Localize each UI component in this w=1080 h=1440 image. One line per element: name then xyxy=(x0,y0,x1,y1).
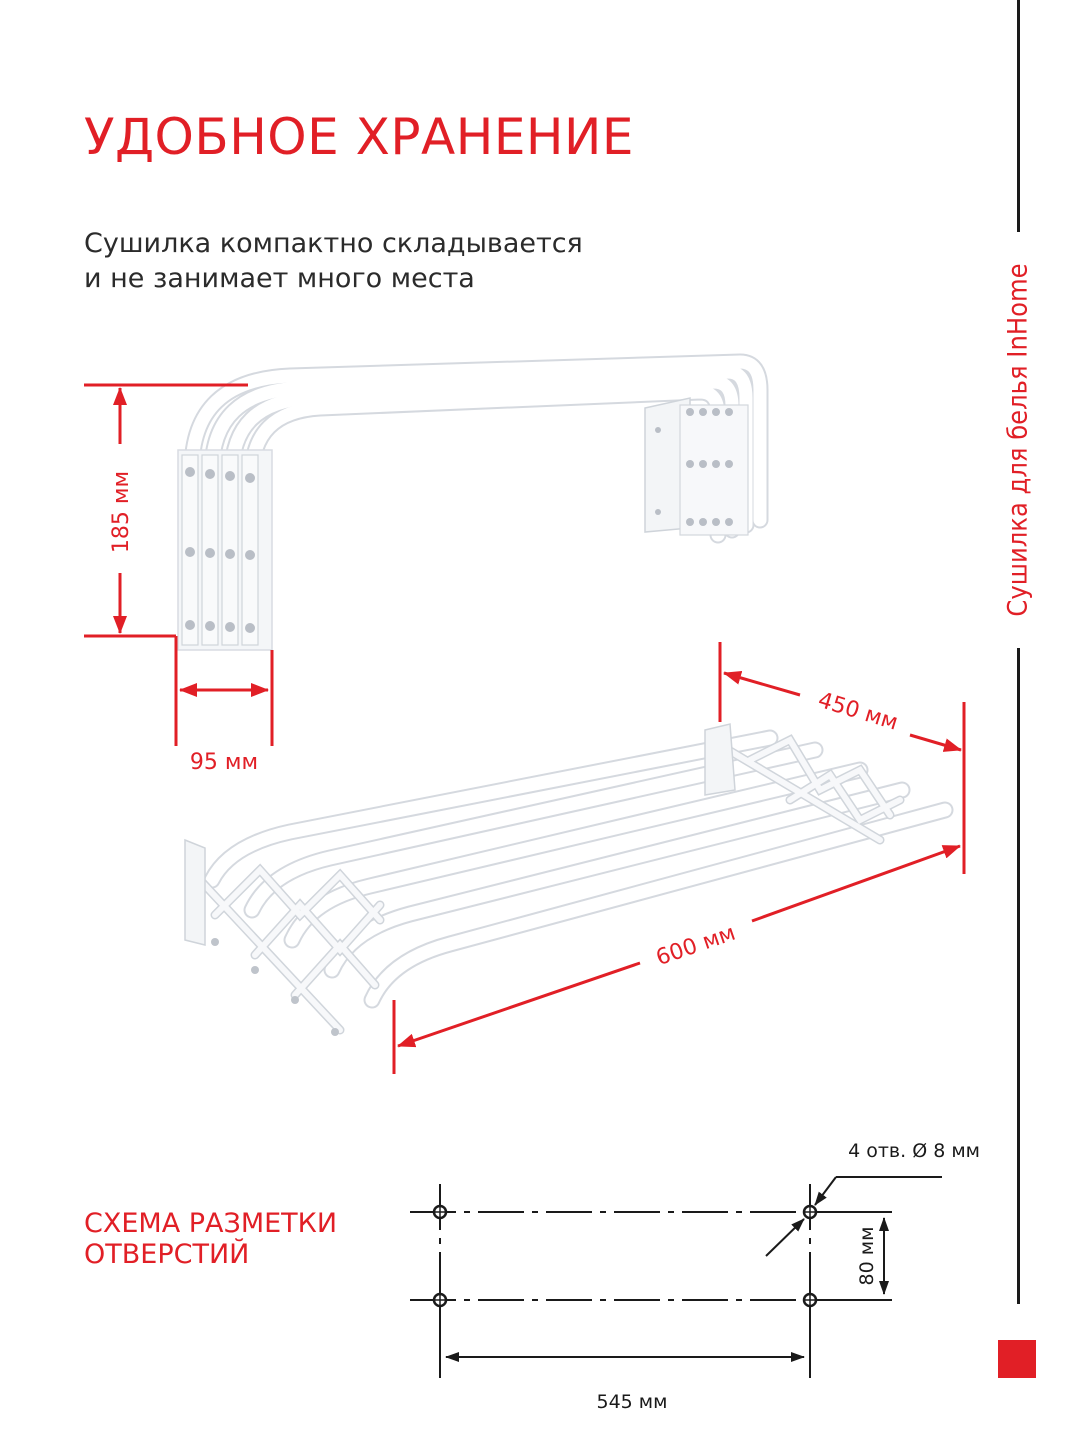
dim-width: 600 мм xyxy=(653,921,739,971)
dimension-600: 600 мм xyxy=(392,844,961,1074)
dim-vertical-spacing: 80 мм xyxy=(856,1227,878,1286)
drilling-scheme: 4 отв. Ø 8 мм 80 мм 545 мм xyxy=(410,1140,980,1413)
dim-open-depth: 450 мм xyxy=(815,688,901,736)
corner-square xyxy=(998,1340,1036,1378)
subtitle: Сушилка компактно складывается и не зани… xyxy=(84,226,583,296)
page-title: УДОБНОЕ ХРАНЕНИЕ xyxy=(84,108,635,166)
side-divider-bottom xyxy=(1017,648,1020,1304)
dimension-95: 95 мм xyxy=(179,683,269,775)
holes-note: 4 отв. Ø 8 мм xyxy=(848,1140,980,1162)
scheme-title-line-2: ОТВЕРСТИЙ xyxy=(84,1239,250,1270)
subtitle-line-2: и не занимает много места xyxy=(84,263,475,294)
scheme-title-line-1: СХЕМА РАЗМЕТКИ xyxy=(84,1208,338,1239)
subtitle-line-1: Сушилка компактно складывается xyxy=(84,228,583,259)
open-dryer-image xyxy=(184,723,954,1036)
dim-horizontal-spacing: 545 мм xyxy=(597,1391,668,1413)
dim-folded-height: 185 мм xyxy=(109,471,134,553)
side-divider-top xyxy=(1017,0,1020,232)
folded-dryer-image xyxy=(177,353,769,651)
dimension-185: 185 мм xyxy=(84,383,274,746)
scheme-title: СХЕМА РАЗМЕТКИ ОТВЕРСТИЙ xyxy=(84,1208,337,1270)
dim-folded-depth: 95 мм xyxy=(190,750,258,775)
